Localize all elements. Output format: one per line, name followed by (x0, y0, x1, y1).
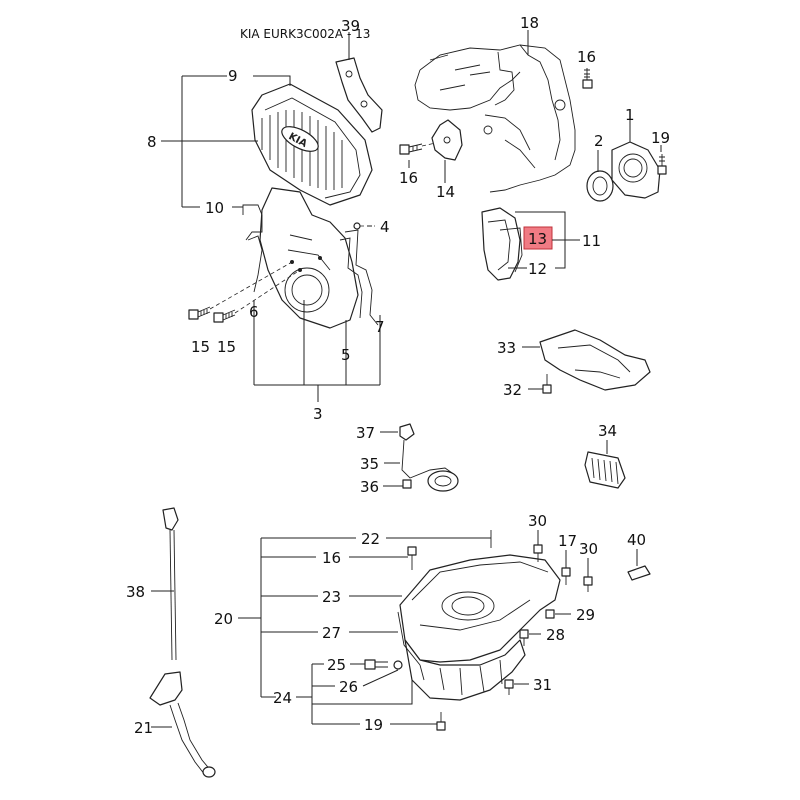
callout-15-left[interactable]: 15 (191, 338, 210, 356)
callout-12[interactable]: 12 (528, 260, 547, 278)
fitting-40 (627, 565, 651, 581)
callout-27[interactable]: 27 (322, 624, 341, 642)
callout-31[interactable]: 31 (533, 676, 552, 694)
bolt-16-pan (407, 546, 417, 570)
bolt-31 (504, 679, 514, 695)
callout-2[interactable]: 2 (594, 132, 604, 150)
bolt-15-right (213, 309, 236, 323)
callout-1[interactable]: 1 (625, 106, 635, 124)
kia-logo: KIA (281, 126, 319, 152)
callout-19-top[interactable]: 19 (651, 129, 670, 147)
callout-30-right[interactable]: 30 (579, 540, 598, 558)
dipstick-38 (162, 507, 179, 661)
callout-11[interactable]: 11 (582, 232, 601, 250)
gasket-set-11-13 (481, 207, 523, 281)
bolt-4 (353, 222, 361, 230)
dipstick-guide-tube-21 (149, 671, 216, 778)
callout-40[interactable]: 40 (627, 531, 646, 549)
callout-4[interactable]: 4 (380, 218, 390, 236)
gasket-10 (242, 204, 263, 241)
oil-pickup-35 (399, 423, 459, 492)
callout-9[interactable]: 9 (228, 67, 238, 85)
bolt-29 (545, 609, 555, 619)
callout-36[interactable]: 36 (360, 478, 379, 496)
callout-34[interactable]: 34 (598, 422, 617, 440)
bolt-30-right (583, 576, 593, 592)
callout-16-top[interactable]: 16 (577, 48, 596, 66)
callout-21[interactable]: 21 (134, 719, 153, 737)
callout-16-middle[interactable]: 16 (399, 169, 418, 187)
callout-39[interactable]: 39 (341, 17, 360, 35)
callout-30-left[interactable]: 30 (528, 512, 547, 530)
bolt-36 (402, 479, 412, 489)
callout-7[interactable]: 7 (375, 318, 385, 336)
engine-block-outline (414, 44, 576, 193)
callout-22[interactable]: 22 (361, 530, 380, 548)
bracket-14 (431, 119, 463, 161)
callout-32[interactable]: 32 (503, 381, 522, 399)
strainer-34 (584, 451, 626, 489)
callout-17[interactable]: 17 (558, 532, 577, 550)
plate-33 (539, 329, 651, 391)
bolt-32 (542, 374, 552, 394)
callout-5[interactable]: 5 (341, 346, 351, 364)
highlighted-part-13-box (523, 226, 553, 250)
callout-37[interactable]: 37 (356, 424, 375, 442)
bolt-28 (519, 629, 529, 646)
bolt-19-top (657, 154, 667, 175)
bolt-17 (561, 567, 571, 585)
callout-16-pan[interactable]: 16 (322, 549, 341, 567)
callout-28[interactable]: 28 (546, 626, 565, 644)
callout-33[interactable]: 33 (497, 339, 516, 357)
callout-29[interactable]: 29 (576, 606, 595, 624)
washer-26 (393, 660, 403, 670)
callout-24[interactable]: 24 (273, 689, 292, 707)
callout-19-pan[interactable]: 19 (364, 716, 383, 734)
diagram-ref-code: KIA EURK3C002A - 13 (240, 27, 370, 41)
bolt-19-pan (436, 712, 446, 731)
drain-plug-25 (364, 659, 388, 670)
oil-seal-retainer-1 (611, 141, 661, 199)
callout-14[interactable]: 14 (436, 183, 455, 201)
bracket-39 (335, 57, 383, 133)
callout-10[interactable]: 10 (205, 199, 224, 217)
callout-18[interactable]: 18 (520, 14, 539, 32)
oil-pan-assembly (364, 554, 561, 701)
callout-15-right[interactable]: 15 (217, 338, 236, 356)
bolt-15-left (188, 306, 211, 320)
gasket-7 (344, 229, 379, 326)
oil-seal-2 (586, 170, 614, 202)
callout-13[interactable]: 13 (528, 230, 547, 248)
callout-3[interactable]: 3 (313, 405, 323, 423)
callout-26[interactable]: 26 (339, 678, 358, 696)
callout-38[interactable]: 38 (126, 583, 145, 601)
callout-35[interactable]: 35 (360, 455, 379, 473)
callout-6[interactable]: 6 (249, 303, 259, 321)
callout-20[interactable]: 20 (214, 610, 233, 628)
callout-25[interactable]: 25 (327, 656, 346, 674)
bolt-16-middle (399, 143, 423, 155)
callout-8[interactable]: 8 (147, 133, 157, 151)
lower-timing-cover (259, 187, 359, 329)
timing-cover-assembly: KIA (188, 83, 379, 329)
callout-23[interactable]: 23 (322, 588, 341, 606)
bolt-16-top (582, 68, 593, 89)
gasket-6 (247, 235, 263, 293)
